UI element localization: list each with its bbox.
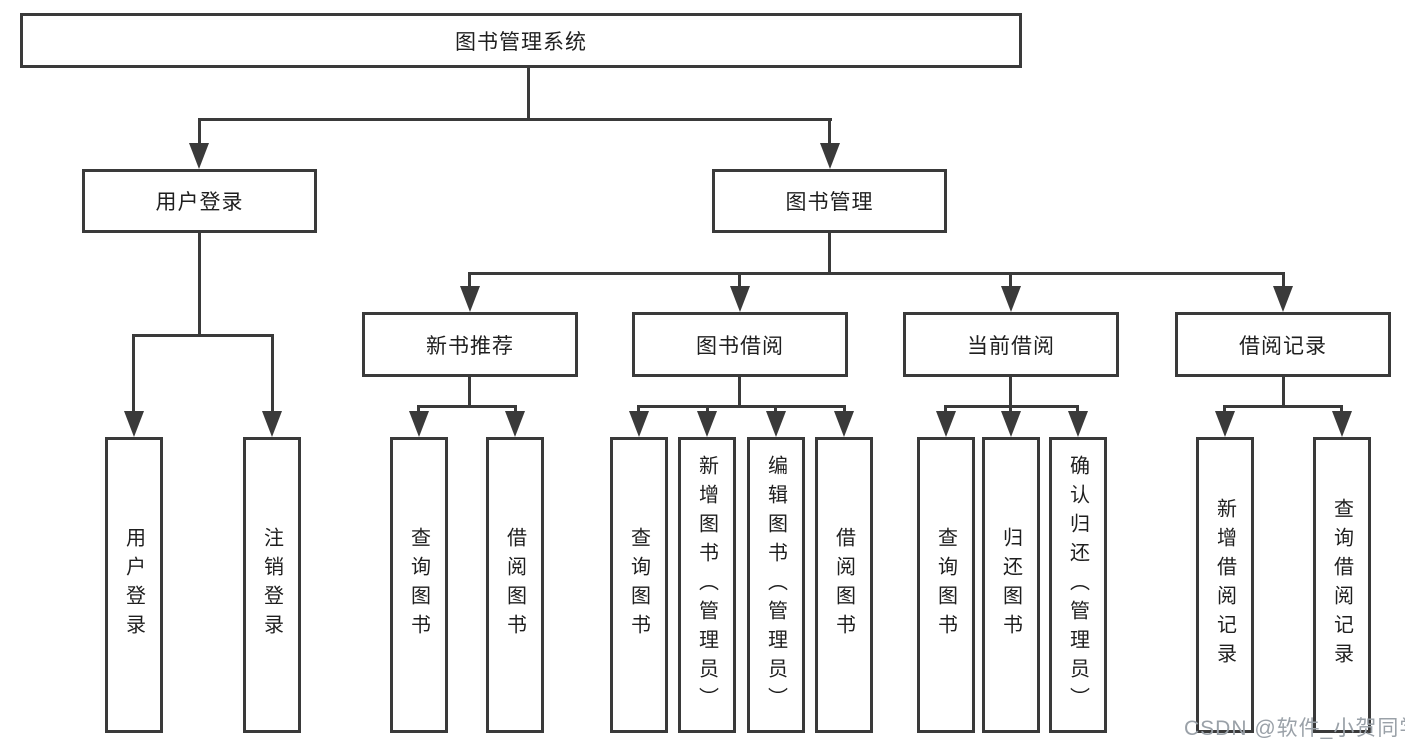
node-current-borrow: 当前借阅 (903, 312, 1119, 377)
node-root: 图书管理系统 (20, 13, 1022, 68)
connector-arrow-line (1009, 272, 1012, 290)
leaf-borrow-books-1: 借阅图书 (486, 437, 544, 733)
arrowhead-g3-leaf1 (936, 411, 956, 437)
arrowhead-g4-leaf1 (1215, 411, 1235, 437)
arrowhead-g1-leaf2 (505, 411, 525, 437)
connector-g1-stem (468, 377, 471, 407)
arrowhead-g1-leaf1 (409, 411, 429, 437)
leaf-add-books-admin: 新增图书（管理员） (678, 437, 736, 733)
leaf-return-books: 归还图书 (982, 437, 1040, 733)
leaf-query-books-1-label: 查询图书 (407, 527, 430, 643)
connector-arrow-line (944, 405, 947, 415)
arrowhead-g2-leaf3 (766, 411, 786, 437)
arrowhead-g4-leaf2 (1332, 411, 1352, 437)
leaf-edit-books-admin-label: 编辑图书（管理员） (764, 454, 787, 716)
connector-arrow-line (843, 405, 846, 415)
connector-arrow-line (417, 405, 420, 415)
node-user-login: 用户登录 (82, 169, 317, 233)
node-book-borrow: 图书借阅 (632, 312, 848, 377)
connector-level2-rail (198, 118, 832, 121)
node-root-label: 图书管理系统 (455, 30, 587, 54)
connector-arrow-line (706, 405, 709, 415)
connector-arrow-line (774, 405, 777, 415)
connector-g2-stem (738, 377, 741, 407)
connector-arrow-line (1223, 405, 1226, 415)
leaf-query-borrow-record: 查询借阅记录 (1313, 437, 1371, 733)
connector-user-login-rail (132, 334, 274, 337)
connector-arrow-line (514, 405, 517, 415)
leaf-query-books-1: 查询图书 (390, 437, 448, 733)
connector-book-mgmt-stem (828, 233, 831, 275)
leaf-return-books-label: 归还图书 (999, 527, 1022, 643)
connector-arrow-line (828, 118, 831, 148)
connector-arrow-line (637, 405, 640, 415)
arrowhead-g2-leaf4 (834, 411, 854, 437)
arrowhead-login-leaf (124, 411, 144, 437)
leaf-borrow-books-2: 借阅图书 (815, 437, 873, 733)
arrowhead-g3-leaf3 (1068, 411, 1088, 437)
leaf-query-books-2: 查询图书 (610, 437, 668, 733)
node-borrow-records: 借阅记录 (1175, 312, 1391, 377)
arrowhead-book-mgmt (820, 143, 840, 169)
leaf-edit-books-admin: 编辑图书（管理员） (747, 437, 805, 733)
connector-g4-stem (1282, 377, 1285, 407)
node-book-mgmt: 图书管理 (712, 169, 947, 233)
arrowhead-logout-leaf (262, 411, 282, 437)
leaf-add-books-admin-label: 新增图书（管理员） (695, 454, 718, 716)
node-user-login-label: 用户登录 (155, 191, 244, 214)
arrowhead-book-borrow (730, 286, 750, 312)
node-book-borrow-label: 图书借阅 (696, 334, 784, 358)
connector-g3-stem (1009, 377, 1012, 407)
csdn-watermark: CSDN @软件_小贺同学 (1184, 717, 1405, 740)
connector-arrow-line (271, 334, 274, 414)
leaf-confirm-return-admin: 确认归还（管理员） (1049, 437, 1107, 733)
connector-root-stem (527, 68, 530, 120)
arrowhead-user-login (189, 143, 209, 169)
leaf-borrow-books-2-label: 借阅图书 (832, 527, 855, 643)
arrowhead-g2-leaf2 (697, 411, 717, 437)
arrowhead-g3-leaf2 (1001, 411, 1021, 437)
leaf-borrow-books-1-label: 借阅图书 (503, 527, 526, 643)
connector-arrow-line (132, 334, 135, 414)
arrowhead-new-books (460, 286, 480, 312)
leaf-query-books-3: 查询图书 (917, 437, 975, 733)
leaf-user-login-label: 用户登录 (122, 527, 145, 643)
leaf-logout-label: 注销登录 (260, 527, 283, 643)
leaf-query-books-2-label: 查询图书 (627, 527, 650, 643)
connector-arrow-line (1282, 272, 1285, 290)
arrowhead-g2-leaf1 (629, 411, 649, 437)
connector-arrow-line (468, 272, 471, 290)
leaf-add-borrow-record-label: 新增借阅记录 (1213, 498, 1236, 672)
connector-g2-rail (637, 405, 846, 408)
connector-arrow-line (1340, 405, 1343, 415)
connector-user-login-stem (198, 233, 201, 336)
connector-arrow-line (738, 272, 741, 290)
node-borrow-records-label: 借阅记录 (1239, 334, 1327, 358)
connector-arrow-line (1076, 405, 1079, 415)
connector-arrow-line (198, 118, 201, 148)
arrowhead-current-borrow (1001, 286, 1021, 312)
leaf-query-borrow-record-label: 查询借阅记录 (1330, 498, 1353, 672)
connector-g4-rail (1223, 405, 1343, 408)
leaf-query-books-3-label: 查询图书 (934, 527, 957, 643)
leaf-confirm-return-admin-label: 确认归还（管理员） (1066, 454, 1089, 716)
connector-arrow-line (1009, 405, 1012, 415)
arrowhead-borrow-records (1273, 286, 1293, 312)
node-book-mgmt-label: 图书管理 (785, 191, 874, 214)
node-new-books: 新书推荐 (362, 312, 578, 377)
node-new-books-label: 新书推荐 (426, 334, 514, 358)
leaf-add-borrow-record: 新增借阅记录 (1196, 437, 1254, 733)
node-current-borrow-label: 当前借阅 (967, 334, 1055, 358)
connector-level3-rail (468, 272, 1285, 275)
leaf-logout: 注销登录 (243, 437, 301, 733)
leaf-user-login: 用户登录 (105, 437, 163, 733)
connector-g1-rail (417, 405, 517, 408)
